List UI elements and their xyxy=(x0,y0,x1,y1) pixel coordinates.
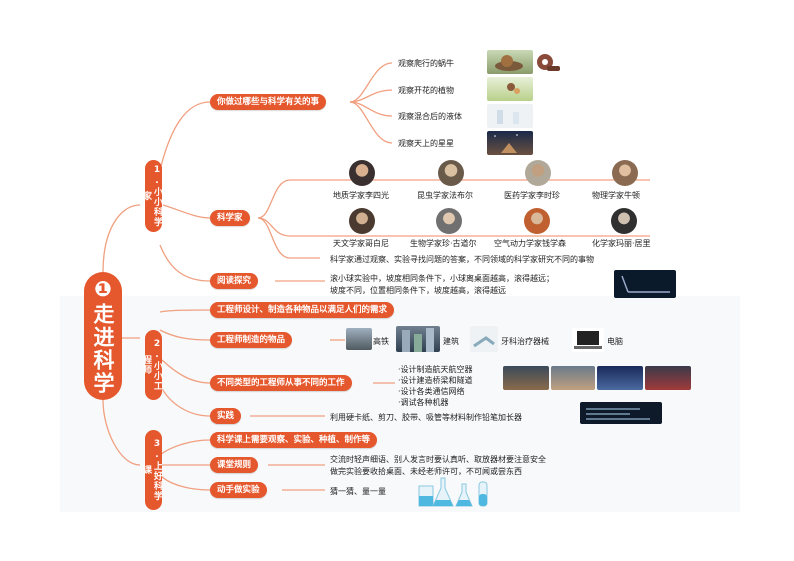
scientist-portrait xyxy=(612,160,638,186)
scientist-name: 化学家玛丽·居里 xyxy=(592,239,651,248)
root-title: ❶走进科学 xyxy=(91,277,115,395)
scientist-name: 地质学家李四光 xyxy=(333,191,389,200)
engineering-photo xyxy=(645,366,691,390)
branch-engineer-purpose: 工程师设计、制造各种物品以满足人们的需求 xyxy=(210,302,395,318)
reading-text-line2: 坡度不同，位置相同条件下，坡度越高，滚得越远 xyxy=(330,286,506,295)
scientist-portrait xyxy=(436,208,462,234)
product-label: 高铁 xyxy=(373,337,389,346)
practice-text: 利用硬卡纸、剪刀、胶带、吸管等材料制作铅笔加长器 xyxy=(330,413,522,422)
activity-item: 观察爬行的蜗牛 xyxy=(398,59,454,68)
activity-item: 观察天上的星星 xyxy=(398,139,454,148)
engineer-task: ·设计各类通信网络 xyxy=(398,387,465,396)
root-node: ❶走进科学 xyxy=(84,272,122,400)
branch-engineer-products: 工程师制造的物品 xyxy=(210,332,293,348)
reading-text-line1: 滚小球实验中，坡度相同条件下，小球离桌面越高，滚得越远； xyxy=(330,274,554,283)
branch-reading: 阅读探究 xyxy=(210,273,259,289)
branch-hands-on-experiment: 动手做实验 xyxy=(210,482,267,498)
dental-equipment-image xyxy=(470,326,498,352)
ramp-image xyxy=(614,270,676,298)
branch-science-class: 科学课上需要观察、实验、种植、制作等 xyxy=(210,432,378,448)
scientist-portrait xyxy=(349,208,375,234)
snail-icon xyxy=(535,48,561,74)
scientist-name: 空气动力学家钱学森 xyxy=(494,239,566,248)
scientist-portrait xyxy=(525,160,551,186)
engineering-photo xyxy=(597,366,643,390)
rules-text-line2: 做完实验要收拾桌面、未经老师许可，不可闻或尝东西 xyxy=(330,467,522,476)
scientist-name: 昆虫学家法布尔 xyxy=(417,191,473,200)
engineering-photo xyxy=(551,366,595,390)
rules-text-line1: 交流时轻声细语、别人发言时要认真听、取放器材要注意安全 xyxy=(330,455,546,464)
section-2-node: 2.小小工程师 xyxy=(141,330,162,400)
lab-glassware-icon xyxy=(418,477,488,507)
engineering-photo xyxy=(503,366,549,390)
high-speed-rail-image xyxy=(346,328,372,350)
scientist-name: 物理学家牛顿 xyxy=(592,191,640,200)
scientist-name: 生物学家珍·古道尔 xyxy=(410,239,477,248)
scientist-note: 科学家通过观察、实验寻找问题的答案，不同领域的科学家研究不同的事物 xyxy=(330,255,594,264)
branch-science-activities: 你做过哪些与科学有关的事 xyxy=(210,94,327,110)
pencil-extender-image xyxy=(580,402,662,424)
product-label: 牙科治疗器械 xyxy=(501,337,549,346)
engineer-task: ·调试各种机器 xyxy=(398,398,449,407)
branch-scientists: 科学家 xyxy=(210,210,250,226)
experiment-text: 猜一猜、量一量 xyxy=(330,487,386,496)
stars-image xyxy=(487,131,533,155)
plant-image xyxy=(487,77,533,101)
scientist-name: 天文学家哥白尼 xyxy=(333,239,389,248)
scientist-portrait xyxy=(349,160,375,186)
scientist-name: 医药学家李时珍 xyxy=(504,191,560,200)
activity-item: 观察开花的植物 xyxy=(398,86,454,95)
scientist-portrait xyxy=(524,208,550,234)
engineer-task: ·设计制造航天航空器 xyxy=(398,365,473,374)
scientist-portrait xyxy=(611,208,637,234)
product-label: 建筑 xyxy=(443,337,459,346)
liquid-image xyxy=(487,104,533,128)
branch-class-rules: 课堂规则 xyxy=(210,457,259,473)
scientist-portrait xyxy=(438,160,464,186)
branch-engineer-types: 不同类型的工程师从事不同的工作 xyxy=(210,375,352,391)
product-label: 电脑 xyxy=(607,337,623,346)
laptop-image xyxy=(572,328,604,352)
building-image xyxy=(396,326,440,352)
branch-practice: 实践 xyxy=(210,408,242,424)
section-3-node: 3.上好科学课 xyxy=(141,430,162,510)
activity-item: 观察混合后的液体 xyxy=(398,112,462,121)
section-1-node: 1.小小科学家 xyxy=(141,160,162,232)
engineer-task: ·设计建造桥梁和隧道 xyxy=(398,376,473,385)
snail-image xyxy=(487,50,533,74)
